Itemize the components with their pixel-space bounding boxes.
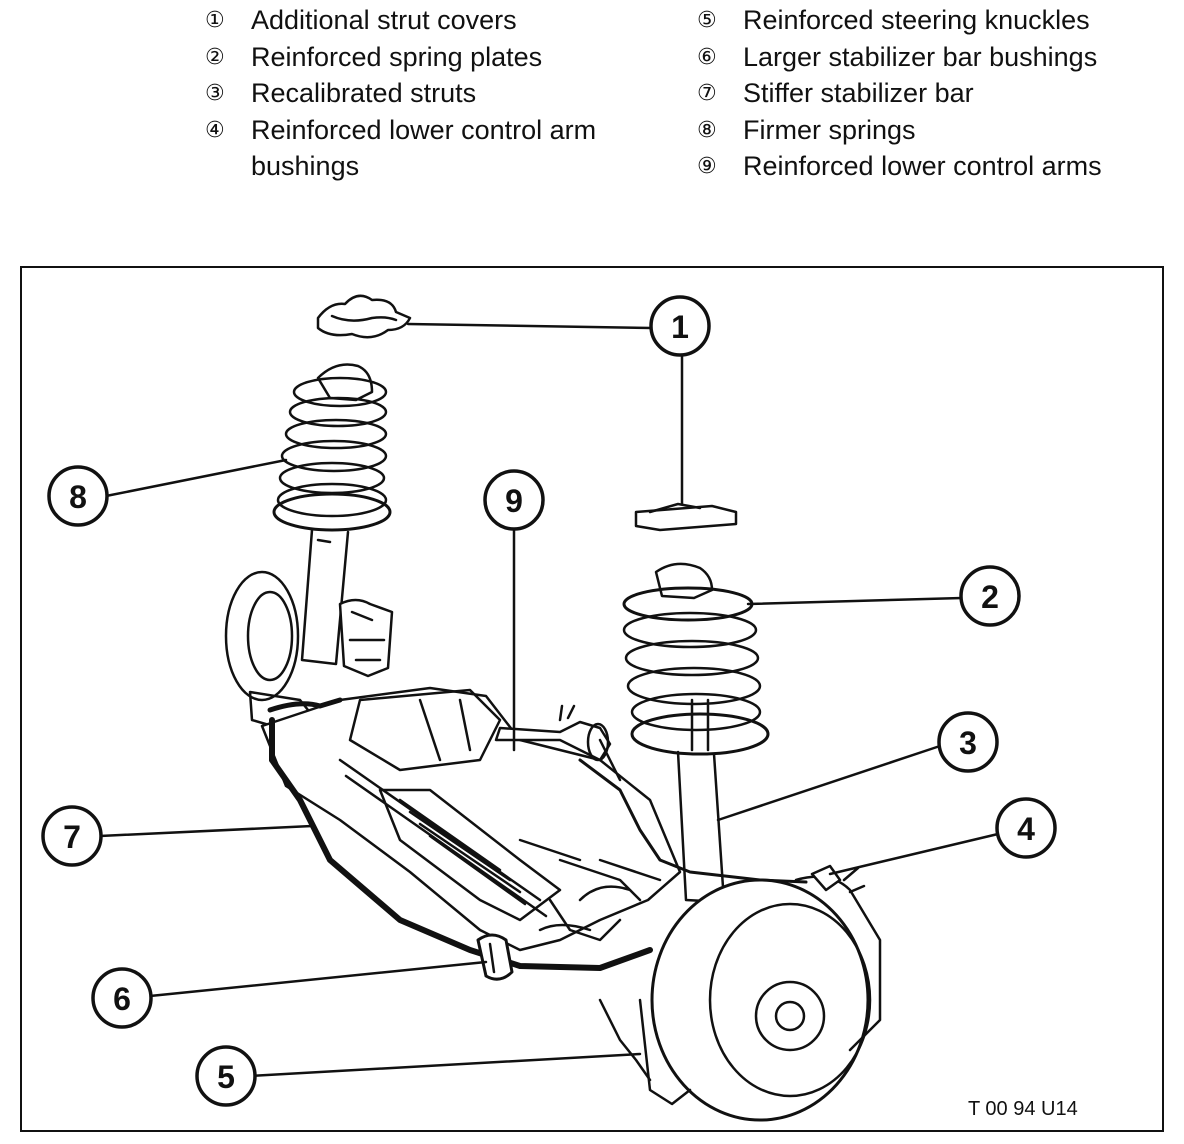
left-strut-assembly-illustration [224, 363, 394, 732]
callout-circle-3 [937, 711, 999, 773]
leader-line-1a [406, 322, 654, 330]
legend-number: ⑨ [697, 153, 717, 178]
leader-line-5 [248, 1052, 642, 1078]
legend-label: Reinforced spring plates [251, 41, 543, 72]
legend-item: ⑤ Reinforced steering knuckles [697, 2, 1177, 39]
lower-control-arm-illustration [494, 704, 808, 884]
legend-number: ⑤ [697, 7, 717, 32]
strut-cover-upper-illustration [316, 294, 412, 339]
leader-line-8 [104, 458, 288, 498]
legend-left-column: ① Additional strut covers ② Reinforced s… [205, 2, 665, 185]
legend-item: ⑧ Firmer springs [697, 112, 1177, 149]
legend-number: ② [205, 43, 225, 69]
leader-line-6 [148, 960, 488, 998]
callout-label-4: 4 [1017, 811, 1035, 847]
callout-label-3: 3 [959, 725, 977, 761]
callout-circle-6 [91, 967, 153, 1029]
figure-reference-code: T 00 94 U14 [968, 1098, 1078, 1120]
legend-item: ② Reinforced spring plates [205, 39, 665, 76]
legend-number: ① [205, 7, 225, 32]
legend-label: Reinforced lower control arms [743, 151, 1102, 181]
callout-circles [41, 295, 1057, 1107]
legend-item: ④ Reinforced lower control arm bushings [205, 112, 665, 185]
legend-item: ⑦ Stiffer stabilizer bar [697, 75, 1177, 112]
leader-line-7 [98, 824, 314, 838]
callout-circle-4 [995, 797, 1057, 859]
strut-cover-lower-illustration [634, 502, 738, 532]
legend-item: ① Additional strut covers [205, 2, 665, 39]
leader-line-2 [746, 596, 964, 606]
callout-circle-8 [47, 465, 109, 527]
callout-label-5: 5 [217, 1059, 235, 1095]
legend-label: Reinforced lower control arm bushings [251, 114, 597, 182]
callout-circle-5 [195, 1045, 257, 1107]
legend-right-column: ⑤ Reinforced steering knuckles ⑥ Larger … [697, 2, 1177, 185]
legend-label: Firmer springs [743, 114, 916, 145]
callout-label-8: 8 [69, 479, 87, 515]
callout-circle-7 [41, 805, 103, 867]
leader-lines [98, 322, 1000, 1078]
legend-label: Additional strut covers [251, 5, 517, 35]
legend-label: Recalibrated struts [251, 78, 477, 108]
callout-label-9: 9 [505, 483, 523, 519]
legend-number: ④ [205, 116, 225, 142]
right-strut-assembly-illustration [598, 562, 882, 1122]
legend-label: Reinforced steering knuckles [743, 5, 1090, 35]
legend-number: ⑧ [697, 116, 717, 142]
legend-label: Larger stabilizer bar bushings [743, 41, 1098, 72]
legend-number: ⑥ [697, 43, 717, 69]
stabilizer-bushing-illustration [476, 933, 514, 981]
callout-circle-2 [959, 565, 1021, 627]
callout-circle-9 [483, 469, 545, 531]
legend-item: ③ Recalibrated struts [205, 75, 665, 112]
callout-circle-1 [649, 295, 711, 357]
stabilizer-bar-illustration [267, 697, 653, 971]
leader-line-3 [716, 744, 942, 822]
legend-number: ③ [205, 80, 225, 105]
callout-label-6: 6 [113, 981, 131, 1017]
legend-label: Stiffer stabilizer bar [743, 78, 974, 108]
callout-label-1: 1 [671, 309, 689, 345]
legend-item: ⑨ Reinforced lower control arms [697, 148, 1177, 185]
legend-item: ⑥ Larger stabilizer bar bushings [697, 39, 1177, 76]
legend-number: ⑦ [697, 80, 717, 105]
callout-label-7: 7 [63, 819, 81, 855]
diagram-frame [20, 266, 1164, 1132]
leader-line-4 [828, 832, 1000, 876]
callout-label-2: 2 [981, 579, 999, 615]
subframe-steering-rack-illustration [260, 686, 682, 952]
